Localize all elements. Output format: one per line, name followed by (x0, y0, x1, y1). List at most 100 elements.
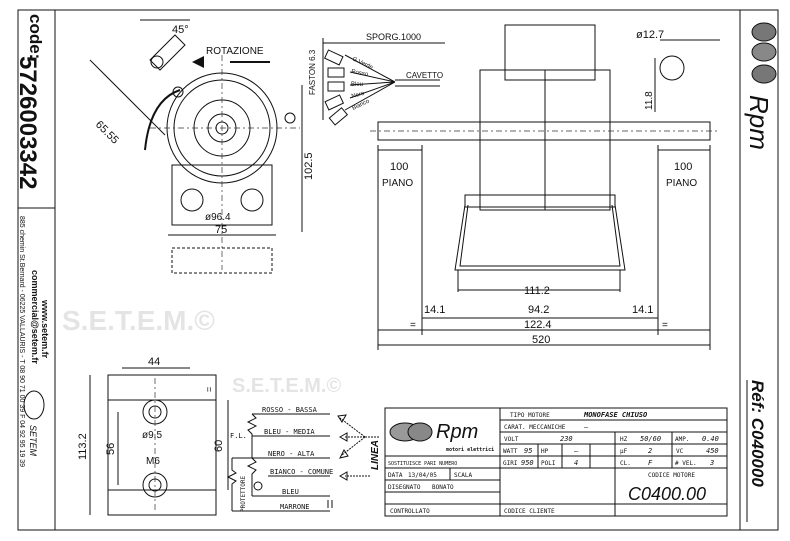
tb-uf-label: µF (620, 448, 628, 455)
cable-drawing (322, 38, 445, 126)
tb-poli-label: POLI (541, 460, 556, 467)
tb-data-value: 13/04/05 (408, 472, 437, 479)
wire-bleu: BLEU (282, 488, 299, 496)
title-block (384, 407, 728, 517)
wire-bianco-comune: BIANCO - COMUNE (270, 468, 333, 476)
watermark-2: S.E.T.E.M.© (232, 375, 341, 397)
left-shaft-len: 100 (390, 161, 408, 173)
svg-text:SETEM: SETEM (28, 425, 38, 457)
code-label: code: (26, 14, 45, 59)
tb-carat-value: — (584, 423, 589, 431)
wire-label-rosso: Rosso (351, 69, 369, 78)
dim-56: 56 (105, 443, 117, 455)
address: 885 chemin St.Bernard - 06225 VALLAURIS … (18, 216, 25, 467)
dim-94-2: 94.2 (528, 304, 549, 316)
tb-giri-label: GIRI (503, 460, 518, 467)
tb-cl-value: F (648, 459, 653, 467)
tb-cl-label: CL. (620, 460, 631, 467)
eq-left: = (410, 320, 416, 331)
angle-45: 45° (172, 24, 189, 36)
tb-watt-label: WATT (503, 448, 518, 455)
tb-uf-value: 2 (648, 447, 652, 455)
tb-hz-label: HZ (620, 436, 628, 443)
tb-brand: Rpm (436, 421, 478, 443)
right-shaft-len: 100 (674, 161, 692, 173)
dim-dia-96-4: ø96.4 (205, 212, 231, 223)
tb-codice-motore-label: CODICE MOTORE (648, 472, 695, 479)
rpm-logo-coils (751, 22, 777, 84)
dim-14-1-left: 14.1 (424, 304, 445, 316)
dim-m6: M6 (146, 456, 160, 467)
tb-codice-cliente: CODICE CLIENTE (504, 508, 555, 515)
rotation-label: ROTAZIONE (206, 46, 264, 57)
front-view (89, 19, 303, 274)
tb-data-label: DATA (388, 472, 403, 479)
dim-520: 520 (532, 334, 550, 346)
faston-label: FASTON 6.3 (308, 49, 317, 95)
code-box (17, 9, 56, 209)
tb-hp-value: — (574, 447, 579, 455)
tb-amp-label: AMP. (675, 436, 689, 443)
bracket-view (89, 367, 229, 516)
tb-volt-value: 230 (560, 435, 573, 443)
wire-label-bleu: Bleu (351, 82, 363, 88)
shaft-dia: ø12.7 (636, 29, 664, 41)
dim-111-2: 111.2 (524, 285, 550, 297)
tb-brand-sub: motori elettrici (446, 447, 494, 453)
dim-65-55: 65.55 (93, 119, 121, 147)
tb-poli-value: 4 (574, 459, 578, 467)
dim-102-5: 102.5 (303, 152, 315, 180)
setem-logo: SETEM (23, 390, 45, 457)
linea-label: LINEA (370, 440, 381, 470)
tb-controllato: CONTROLLATO (390, 508, 430, 515)
tb-disegnato-label: DISEGNATO (388, 484, 421, 491)
flat-dim: 11.8 (644, 91, 655, 110)
eq-mark: = (204, 387, 214, 392)
dim-14-1-right: 14.1 (632, 304, 653, 316)
left-piano: PIANO (382, 178, 413, 189)
tb-vc-value: 450 (706, 447, 719, 455)
code-value: 5726003342 (14, 56, 41, 189)
watermark: S.E.T.E.M.© (62, 305, 215, 336)
wire-rosso-bassa: ROSSO - BASSA (262, 406, 318, 414)
wire-nero-alta: NERO - ALTA (268, 450, 315, 458)
tb-codice-motore-value: C0400.00 (628, 484, 706, 504)
tb-carat-label: CARAT. MECCANICHE (504, 424, 566, 431)
fl-label: F.L. (230, 432, 247, 440)
tb-vc-label: VC (676, 448, 684, 455)
wiring-diagram (226, 413, 380, 512)
tb-amp-value: 0.40 (702, 435, 719, 443)
tb-disegnato-value: BONATO (432, 484, 454, 491)
email-link[interactable]: commercial@setem.fr (30, 270, 40, 364)
rpm-brand: Rpm (744, 95, 774, 150)
right-piano: PIANO (666, 178, 697, 189)
dim-hole-9-5: ø9.5 (142, 430, 162, 441)
dim-122-4: 122.4 (524, 319, 552, 331)
tb-volt-label: VOLT (504, 436, 519, 443)
cavetto-label: CAVETTO (406, 71, 443, 80)
dim-44: 44 (148, 356, 160, 368)
protettore-label: PROTETTORE (240, 475, 247, 512)
tb-watt-value: 95 (524, 447, 532, 455)
tb-giri-value: 950 (521, 459, 534, 467)
wire-marrone: MARRONE (280, 503, 310, 511)
dim-75: 75 (215, 224, 227, 236)
dim-60: 60 (213, 440, 225, 452)
dim-113-2: 113.2 (77, 433, 89, 460)
website-link[interactable]: www.setem.fr (40, 299, 50, 359)
sporg-label: SPORG.1000 (366, 32, 421, 42)
tb-sostituisce: SOSTITUISCE PARI NUMERO (388, 461, 457, 467)
eq-right: = (662, 320, 668, 331)
tb-hz-value: 50/60 (640, 435, 661, 443)
tb-tipo-label: TIPO MOTORE (510, 412, 550, 419)
tb-vel-label: # VEL. (675, 460, 697, 467)
drawing-frame (17, 9, 779, 531)
tb-hp-label: HP (541, 448, 549, 455)
tb-vel-value: 3 (709, 459, 714, 467)
wire-label-nero: Nero (351, 91, 366, 100)
wire-bleu-media: BLEU - MEDIA (264, 428, 315, 436)
reference-code: Réf: C040000 (748, 380, 767, 487)
tb-tipo-value: MONOFASE CHIUSO (583, 411, 647, 419)
tb-scala-label: SCALA (454, 472, 472, 479)
